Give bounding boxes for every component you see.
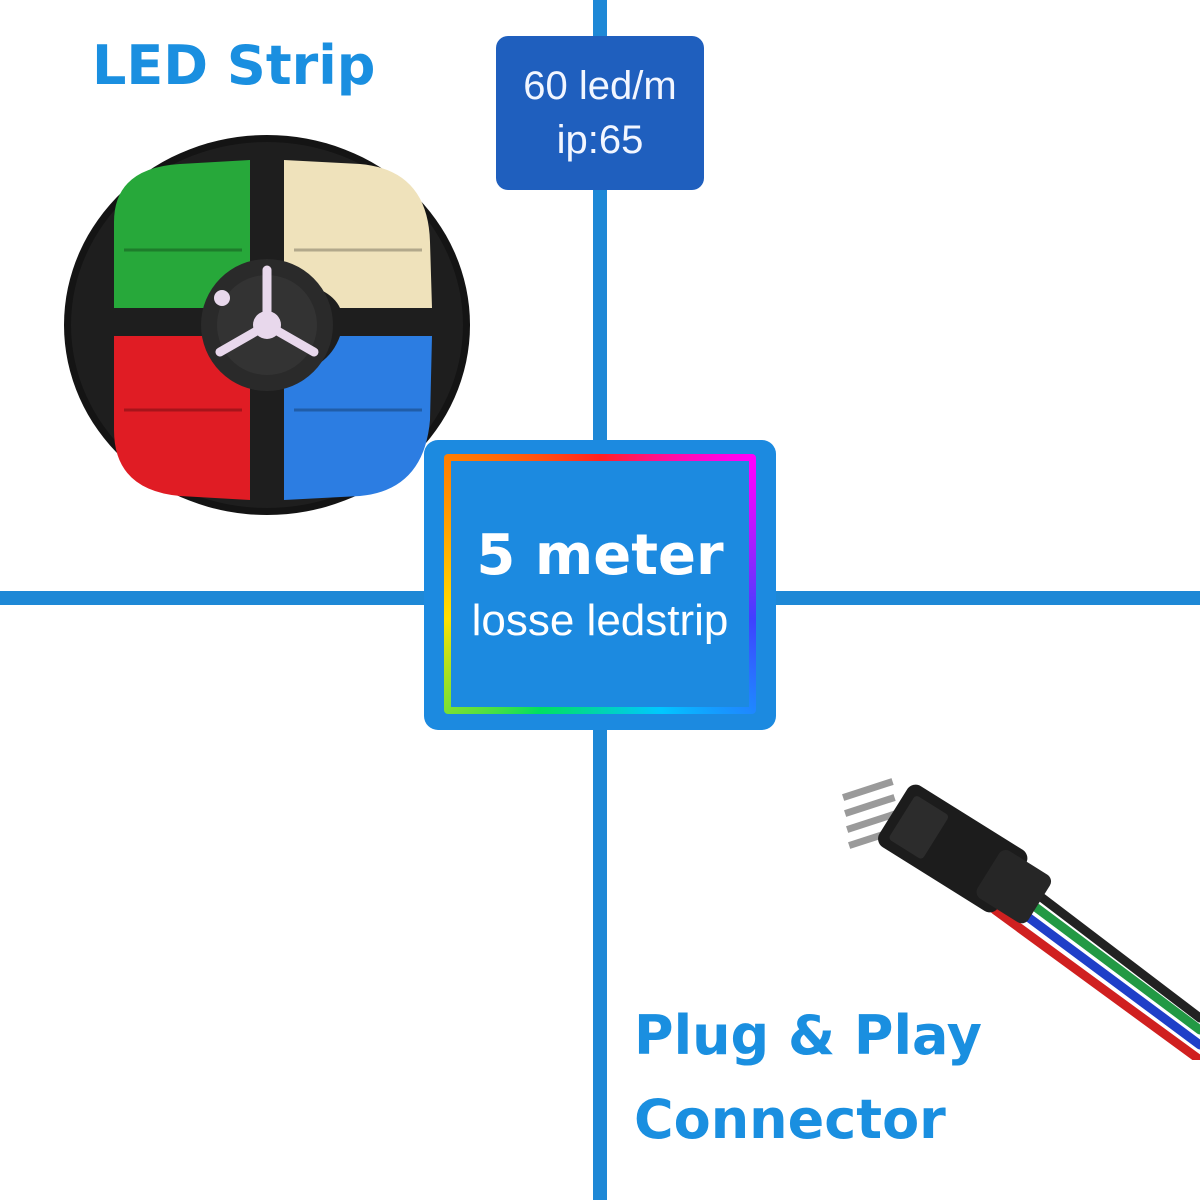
title-led-strip: LED Strip [92,34,376,97]
length-value: 5 meter [476,523,724,588]
length-box: 5 meter losse ledstrip [424,440,776,730]
title-plug-play-line1: Plug & Play [634,1004,982,1067]
led-strip-reel-icon [64,135,470,515]
rainbow-frame: 5 meter losse ledstrip [444,454,756,714]
length-description: losse ledstrip [471,596,729,645]
title-plug-play-line2: Connector [634,1088,946,1151]
spec-density: 60 led/m [523,64,677,108]
spec-ip-rating: ip:65 [556,118,644,162]
title-plug-play: Plug & Play Connector [634,994,982,1162]
spec-badge: 60 led/m ip:65 [496,36,704,190]
rgb-connector-icon [842,778,1200,1060]
